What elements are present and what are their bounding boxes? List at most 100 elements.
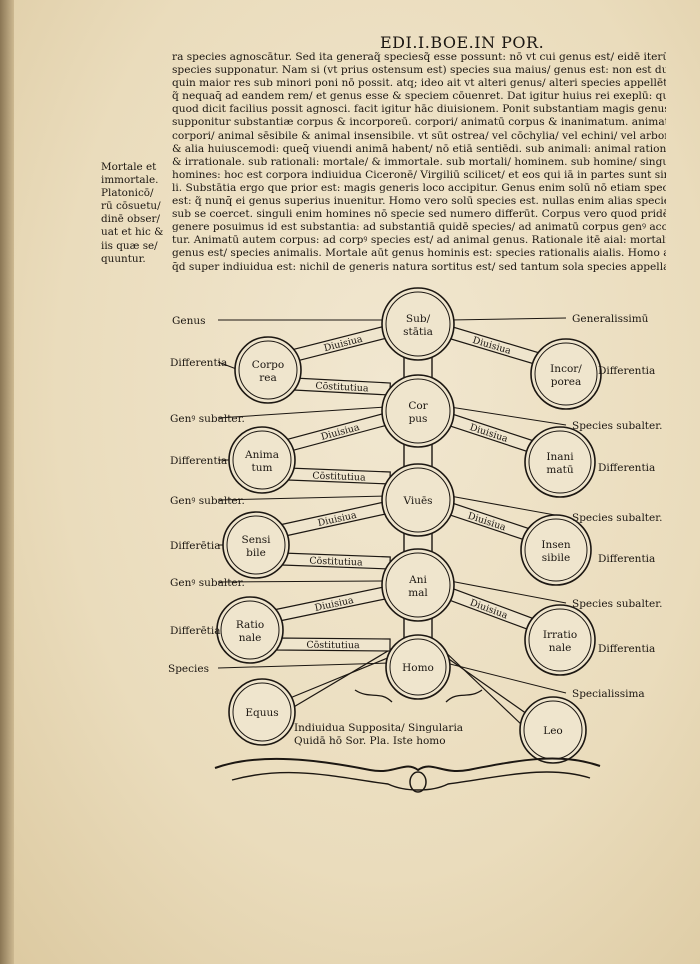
band-diuisiua-right-label: Diuisiua <box>466 510 507 533</box>
left-node-outer-ring <box>222 511 290 579</box>
left-node-label: Equus <box>245 707 278 719</box>
text-line: quod dicit facilius possit agnosci. faci… <box>172 103 666 116</box>
center-node-outer-ring <box>385 634 451 700</box>
right-node-label-2: nale <box>549 642 572 654</box>
left-node-inner-ring <box>220 600 280 660</box>
right-label: Specialissima <box>572 688 645 700</box>
right-node-inner-ring <box>524 518 588 582</box>
branch-line <box>289 656 391 699</box>
left-label: Differentia <box>170 357 227 369</box>
text-line: genere posuimus id est substantia: ad su… <box>172 221 666 234</box>
right-label: Differentia <box>598 643 655 655</box>
left-node-label-2: nale <box>239 632 262 644</box>
band-diuisiua-left: Diuisiua <box>278 499 396 538</box>
band-diuisiua-right: Diuisiua <box>439 323 545 367</box>
left-label: Genꝰ subalter. <box>170 413 245 425</box>
center-node-inner-ring <box>385 378 451 444</box>
right-node-label: Leo <box>543 725 563 737</box>
hatch-line <box>449 580 567 604</box>
band-costitutiua-label: Cōstitutiua <box>309 556 363 569</box>
margin-line: rū cōsuetu/ <box>101 200 161 213</box>
right-node-outer-ring <box>520 514 592 586</box>
branch-line <box>445 656 528 715</box>
page-gutter-shadow <box>0 0 14 964</box>
center-node-inner-ring <box>385 291 451 357</box>
left-node-inner-ring <box>232 682 292 742</box>
center-node-outer-ring <box>381 548 455 622</box>
right-node-outer-ring <box>524 604 596 676</box>
left-label: Differentia <box>170 455 227 467</box>
right-node: Leo <box>519 696 587 764</box>
band-diuisiua-left: Diuisiua <box>289 323 397 363</box>
text-line: tur. Animatū autem corpus: ad corpꝰ spec… <box>172 234 666 247</box>
left-node-label-2: tum <box>252 462 273 474</box>
left-label: Genus <box>172 315 206 327</box>
band-diuisiua-right: Diuisiua <box>439 410 539 455</box>
band-diuisiua-right: Diuisiua <box>439 584 539 633</box>
right-node-label-1: Insen <box>541 539 571 551</box>
hatch-line <box>449 317 567 321</box>
hatch-line <box>449 495 567 518</box>
right-node-inner-ring <box>528 430 592 494</box>
text-line: genus est/ species animalis. Mortale aūt… <box>172 247 666 260</box>
right-node-label-2: porea <box>551 376 582 388</box>
left-node-outer-ring <box>228 678 296 746</box>
root-sprigs <box>354 689 483 703</box>
tree-nodes: Sub/stātiaCorpusViuēsAnimalHomoCorporeaA… <box>216 287 602 764</box>
text-line: corpori/ animal sēsibile & animal insens… <box>172 129 666 142</box>
band-costitutiua-label: Cōstitutiua <box>315 381 369 395</box>
right-node-label-2: matū <box>546 464 573 476</box>
band-diuisiua-left-label: Diuisiua <box>314 595 355 614</box>
band-costitutiua: Cōstitutiua <box>287 467 391 485</box>
individuals-examples: Quidā hō Sor. Pla. Iste homo <box>294 735 446 747</box>
left-label: Differētia <box>170 540 221 552</box>
branch-line <box>291 644 399 709</box>
left-label: Genꝰ subalter. <box>170 577 245 589</box>
root-knot <box>409 771 427 793</box>
right-node-inner-ring <box>528 608 592 672</box>
running-header: EDI.I.BOE.IN POR. <box>380 33 545 52</box>
root-flourish-lower <box>231 771 591 791</box>
left-node-label-1: Ratio <box>236 619 264 631</box>
center-node-outer-ring <box>381 374 455 448</box>
hatch-line <box>449 406 567 426</box>
text-line: q̃ nequaq̄ ad eandem rem/ et genus esse … <box>172 90 666 103</box>
center-node-label-1: Cor <box>408 400 428 412</box>
left-node-outer-ring <box>216 596 284 664</box>
band-costitutiua: Cōstitutiua <box>281 552 391 570</box>
hatch-line <box>217 495 387 501</box>
center-node-label-2: stātia <box>403 326 433 338</box>
center-node-inner-ring <box>389 638 447 696</box>
hatch-line <box>217 662 391 669</box>
band-diuisiua-left: Diuisiua <box>283 410 397 453</box>
text-line: & alia huiuscemodi: queq̄ viuendi animā … <box>172 142 666 155</box>
band-diuisiua-left: Diuisiua <box>272 584 396 623</box>
right-label: Differentia <box>598 365 655 377</box>
margin-line: dinē obser/ <box>101 213 160 226</box>
band-costitutiua-label: Cōstitutiua <box>306 640 360 651</box>
right-node-label-1: Incor/ <box>550 363 582 375</box>
left-node-label-1: Sensi <box>242 534 272 546</box>
center-node-label: Homo <box>402 662 434 674</box>
root-flourish <box>214 757 601 773</box>
right-node-outer-ring <box>530 338 602 410</box>
center-node-label: Viuēs <box>402 495 432 507</box>
right-node-outer-ring <box>519 696 587 764</box>
center-node-inner-ring <box>385 467 451 533</box>
left-node-outer-ring <box>228 426 296 494</box>
center-node: Sub/stātia <box>381 287 455 361</box>
center-node-label-1: Ani <box>408 574 427 586</box>
center-node-label-2: pus <box>409 413 428 425</box>
margin-line: iis quæ se/ <box>101 239 158 252</box>
band-diuisiua-right-label: Diuisiua <box>468 597 509 621</box>
left-node-label-1: Corpo <box>252 359 284 371</box>
left-node-inner-ring <box>238 340 298 400</box>
